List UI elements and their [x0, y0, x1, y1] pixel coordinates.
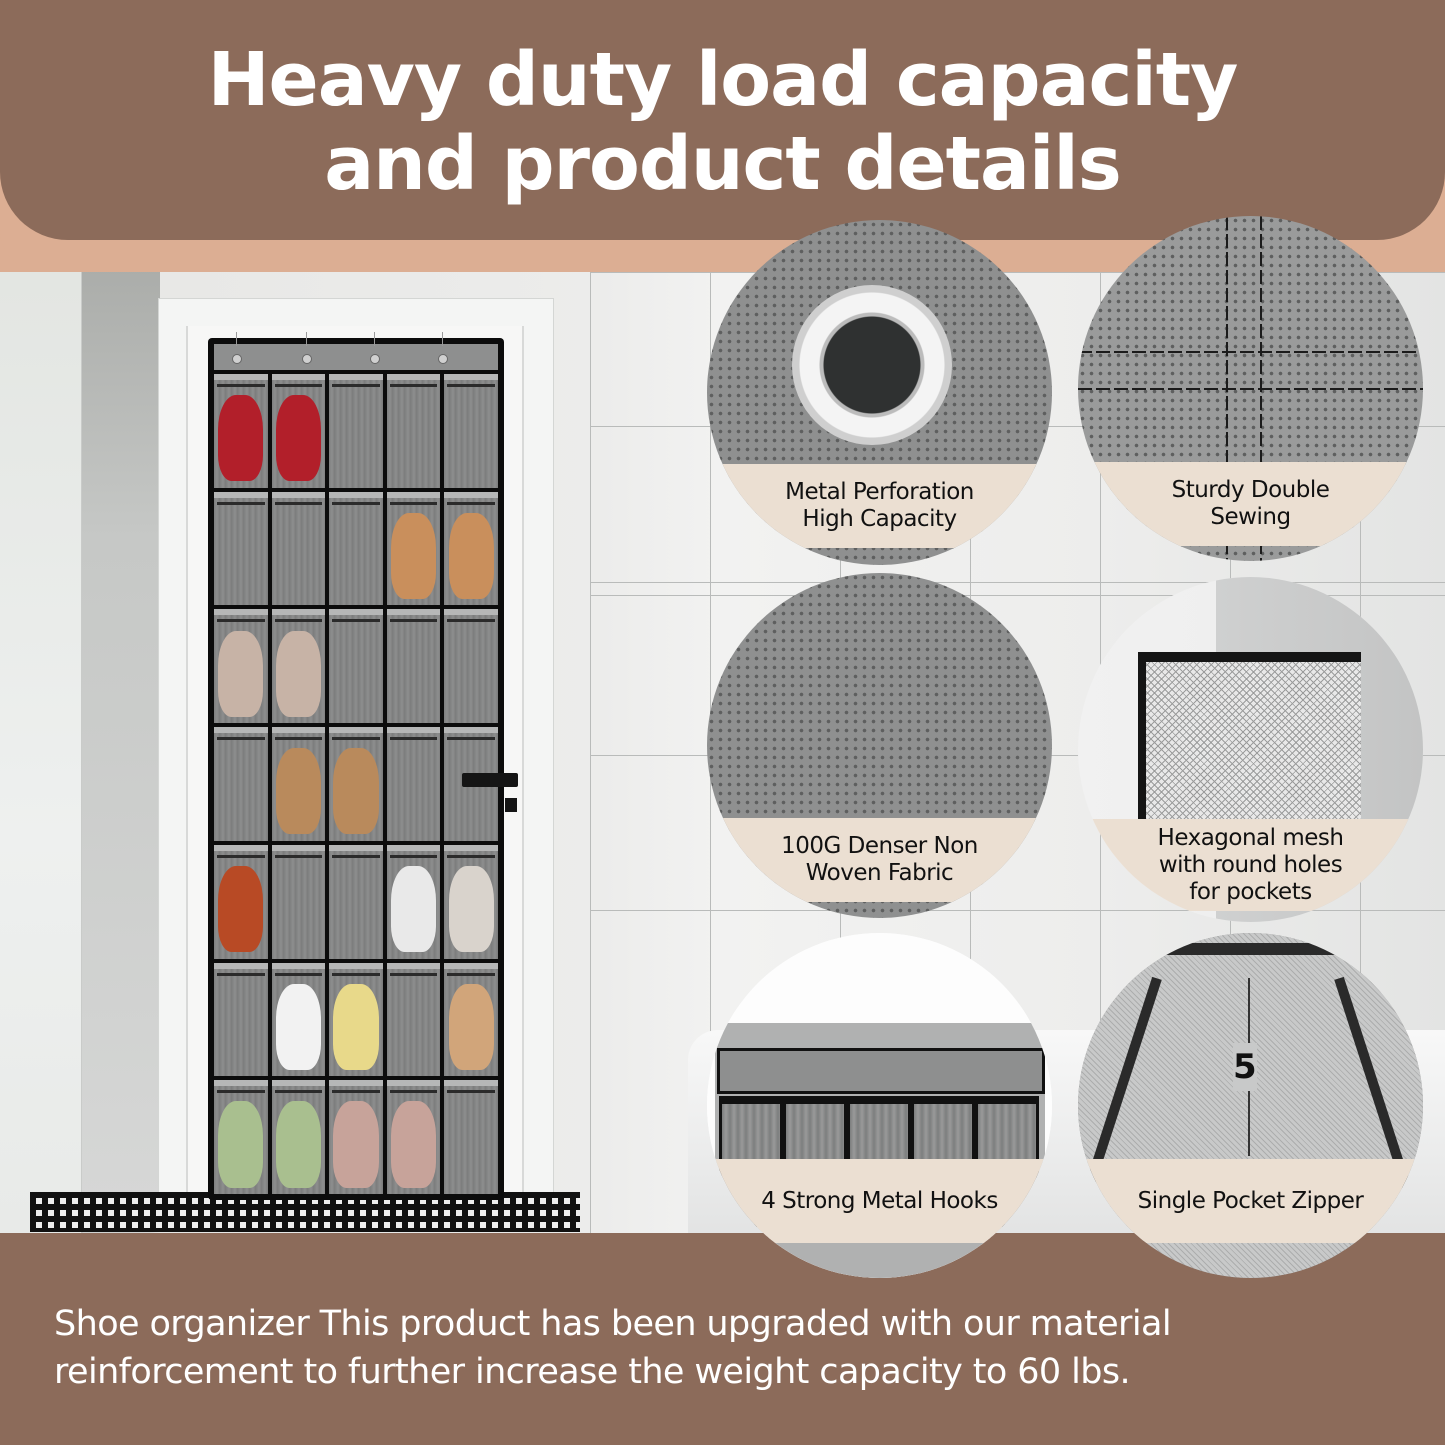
feature-label: 4 Strong Metal Hooks	[761, 1187, 998, 1214]
feature-label: Woven Fabric	[805, 860, 954, 886]
organizer-pocket	[271, 491, 326, 606]
organizer-pocket	[214, 1080, 268, 1194]
organizer-pocket	[329, 491, 383, 606]
organizer-pocket	[386, 844, 441, 959]
organizer-pocket	[386, 609, 441, 724]
footer-line-1: Shoe organizer This product has been upg…	[54, 1304, 1172, 1344]
organizer-pocket	[386, 727, 441, 841]
organizer-pocket	[271, 609, 326, 724]
feature-label: High Capacity	[802, 506, 957, 532]
title-line-1: Heavy duty load capacity	[207, 37, 1239, 123]
organizer-pocket	[329, 1080, 383, 1194]
feature-label: Sturdy Double	[1171, 477, 1330, 503]
metal-hook-icon	[302, 354, 312, 364]
title-line-2: and product details	[324, 121, 1122, 207]
organizer-pocket	[444, 374, 498, 488]
organizer-pocket	[214, 727, 268, 841]
cork-sandal-icon	[333, 748, 379, 835]
feature-pocket-zipper: 5 Single Pocket Zipper	[1078, 933, 1423, 1278]
organizer-pocket	[214, 962, 268, 1077]
organizer-pocket	[444, 491, 498, 606]
beige-slipper-icon	[218, 630, 264, 717]
cork-flipflop-icon	[391, 512, 437, 599]
red-heel-icon	[218, 395, 264, 482]
organizer-pocket	[271, 727, 326, 841]
cork-flipflop-icon	[448, 512, 494, 599]
organizer-pocket	[386, 962, 441, 1077]
over-door-shoe-organizer	[208, 332, 504, 1200]
beige-slipper-icon	[275, 630, 321, 717]
organizer-pocket	[329, 844, 383, 959]
organizer-pocket	[214, 609, 268, 724]
door-lock	[505, 798, 517, 812]
header-banner	[0, 0, 1445, 240]
organizer-pocket	[214, 374, 268, 488]
pink-slide-icon	[333, 1101, 379, 1188]
organizer-pocket	[214, 491, 268, 606]
left-wall	[0, 230, 83, 1240]
cork-sandal-icon	[275, 748, 321, 835]
organizer-pocket	[329, 727, 383, 841]
organizer-pocket	[444, 609, 498, 724]
red-heel-icon	[275, 395, 321, 482]
organizer-pocket	[444, 1080, 498, 1194]
organizer-top-band	[214, 332, 498, 370]
green-slide-icon	[218, 1101, 264, 1188]
metal-hook-icon	[438, 354, 448, 364]
metal-hook-icon	[232, 354, 242, 364]
feature-label: Hexagonal mesh	[1157, 824, 1344, 851]
page-title: Heavy duty load capacity and product det…	[0, 38, 1445, 206]
organizer-pocket	[329, 962, 383, 1077]
feature-metal-hooks: 4 Strong Metal Hooks	[707, 933, 1052, 1278]
footer-line-2: reinforcement to further increase the we…	[54, 1352, 1131, 1392]
grommet-icon	[792, 285, 952, 445]
organizer-pocket	[386, 1080, 441, 1194]
yellow-jar-icon	[333, 983, 379, 1070]
organizer-pocket	[271, 844, 326, 959]
hairbrush-icon	[448, 983, 494, 1070]
feature-label: for pockets	[1189, 878, 1312, 905]
organizer-pocket	[444, 844, 498, 959]
amber-bottle-icon	[218, 865, 264, 953]
feature-label: 100G Denser Non	[781, 833, 978, 859]
feature-label: Single Pocket Zipper	[1137, 1187, 1364, 1214]
measurement-value: 5	[1233, 1043, 1257, 1091]
jar-icon	[275, 983, 321, 1070]
feature-label: Sewing	[1210, 504, 1291, 530]
door-handle	[462, 773, 518, 787]
hooks-bar	[717, 1048, 1045, 1094]
organizer-layer	[0, 230, 1445, 1240]
organizer-pocket	[329, 374, 383, 488]
feature-label: with round holes	[1158, 851, 1343, 878]
wall-recess	[82, 250, 160, 1210]
green-slide-icon	[275, 1101, 321, 1188]
organizer-pocket	[271, 374, 326, 488]
metal-hook-icon	[370, 354, 380, 364]
organizer-pocket	[271, 1080, 326, 1194]
feature-label: Metal Perforation	[785, 479, 974, 505]
pump-bottle-icon	[448, 865, 494, 953]
pink-slide-icon	[391, 1101, 437, 1188]
organizer-pocket	[444, 962, 498, 1077]
organizer-pocket	[329, 609, 383, 724]
organizer-pocket	[214, 844, 268, 959]
footer-description: Shoe organizer This product has been upg…	[54, 1300, 1394, 1396]
organizer-pocket	[271, 962, 326, 1077]
pocket-grid	[214, 374, 498, 1194]
organizer-pocket	[386, 374, 441, 488]
tube-icon	[391, 865, 437, 953]
organizer-pocket	[386, 491, 441, 606]
